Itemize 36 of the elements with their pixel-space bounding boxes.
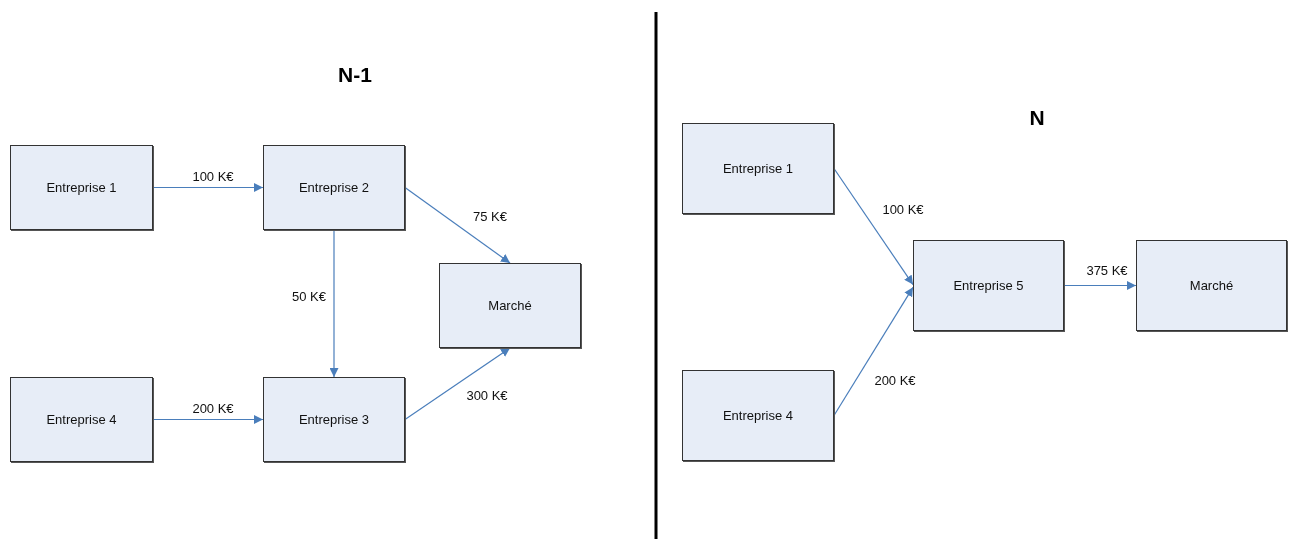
company-box: [10, 377, 153, 462]
company-box: [1136, 240, 1287, 331]
box-label: Entreprise 4: [722, 408, 794, 423]
edge-label: 75 K€: [473, 208, 507, 224]
box-label: Entreprise 2: [298, 180, 370, 195]
arrow: [329, 229, 339, 378]
edge-label: 100 K€: [882, 201, 924, 217]
box-label: Entreprise 1: [46, 180, 117, 195]
arrow: [833, 286, 914, 417]
arrow: [404, 347, 511, 421]
period-heading: N: [1029, 106, 1045, 130]
arrow: [404, 186, 511, 264]
edge-label: 200 K€: [874, 372, 916, 388]
edge-label: 50 K€: [292, 288, 326, 304]
company-box: [682, 123, 834, 214]
box-label: Entreprise 1: [722, 161, 794, 176]
arrow: [1063, 281, 1137, 290]
company-box: [263, 145, 405, 230]
box-label: Entreprise 5: [953, 278, 1024, 293]
company-box: [913, 240, 1064, 331]
box-label: Entreprise 3: [298, 412, 370, 427]
edge-label: 200 K€: [192, 400, 234, 416]
box-label: Entreprise 4: [46, 412, 117, 427]
arrow: [152, 415, 264, 424]
box-label: Marché: [1189, 278, 1234, 293]
company-box: [263, 377, 405, 462]
company-box: [682, 370, 834, 461]
edge-label: 300 K€: [466, 387, 508, 403]
company-box: [439, 263, 581, 348]
company-box: [10, 145, 153, 230]
box-label: Marché: [488, 298, 532, 313]
arrow: [833, 167, 914, 286]
edge-label: 100 K€: [192, 168, 234, 184]
arrow: [152, 183, 264, 192]
edge-label: 375 K€: [1086, 262, 1128, 278]
period-heading: N-1: [338, 63, 372, 87]
